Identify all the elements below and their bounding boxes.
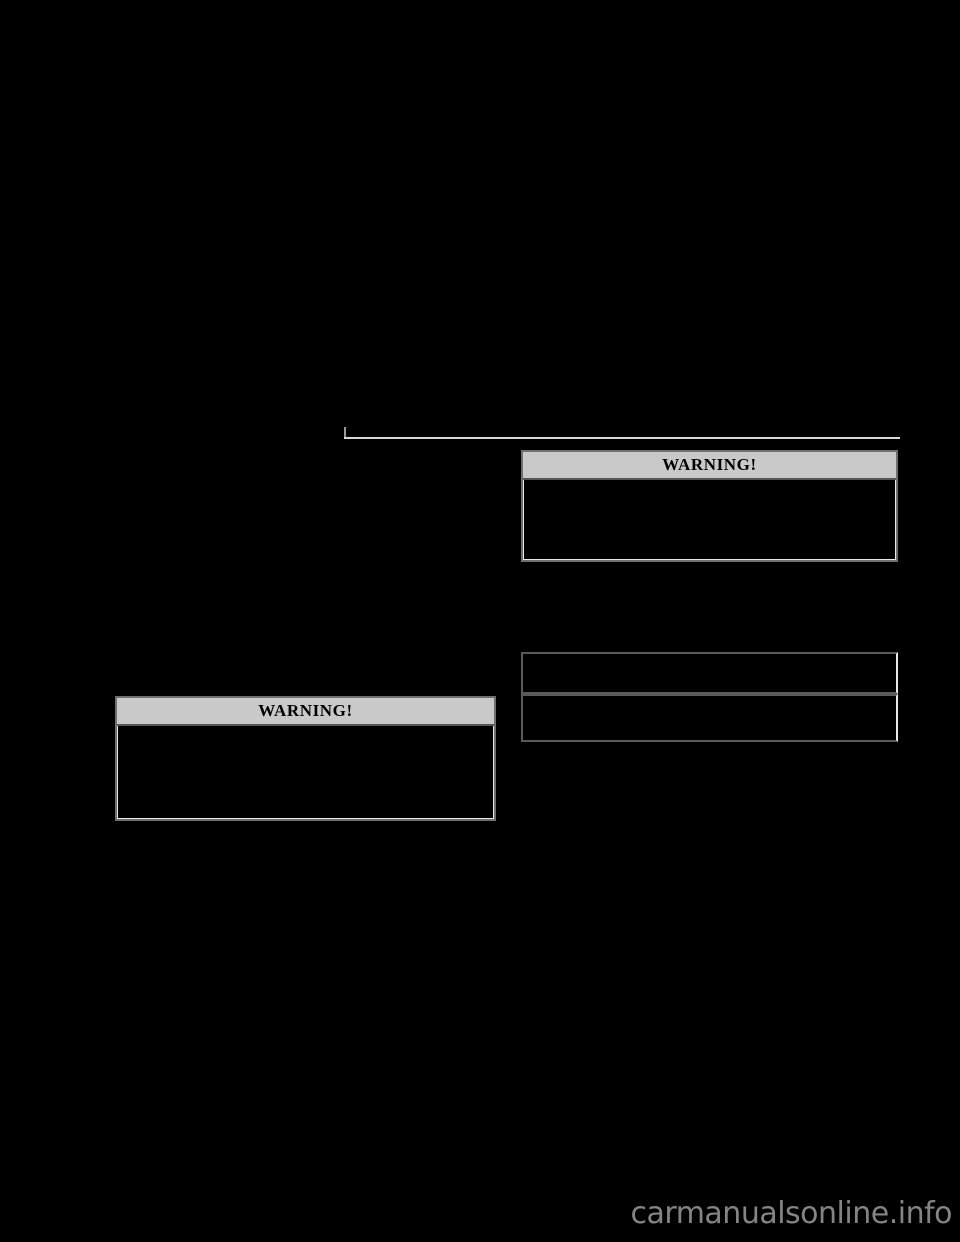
column-rule-tick	[344, 427, 346, 439]
column-rule-line	[344, 437, 900, 439]
warning-box-left-text	[117, 726, 494, 819]
warning-box-right-title: WARNING!	[523, 452, 896, 480]
warning-box-left-title: WARNING!	[117, 698, 494, 726]
note-box-top	[521, 652, 898, 694]
column-rule	[344, 427, 900, 441]
note-box-bottom	[521, 694, 898, 742]
warning-box-right-text	[523, 480, 896, 560]
warning-box-right: WARNING!	[521, 450, 898, 562]
site-watermark: carmanualsonline.info	[630, 1196, 953, 1231]
warning-box-left: WARNING!	[115, 696, 496, 821]
